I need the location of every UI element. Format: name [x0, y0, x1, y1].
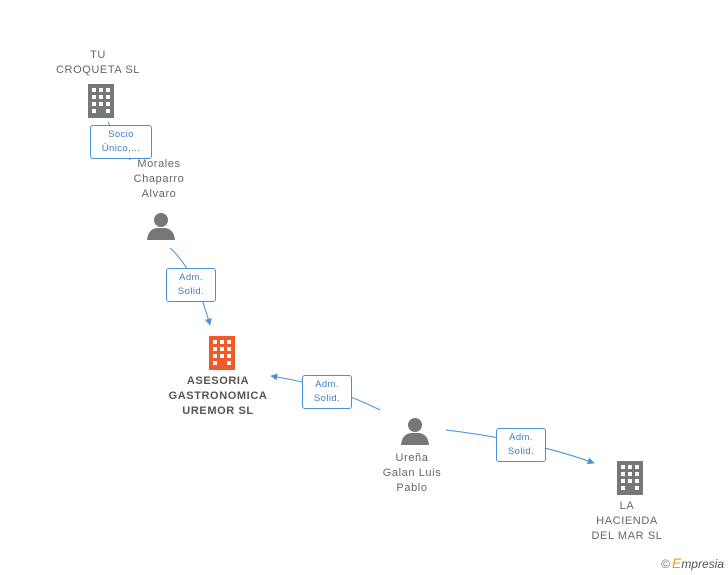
building-icon-focus[interactable] — [207, 336, 237, 370]
edge-label-line: Adm. — [179, 272, 203, 283]
edge-label-line: Adm. — [315, 379, 339, 390]
node-label-line: DEL MAR SL — [591, 530, 663, 542]
node-label-line: LA — [619, 500, 635, 512]
node-label-line: Alvaro — [141, 188, 177, 200]
edge-label-line: Socio — [108, 129, 134, 140]
node-label-line: HACIENDA — [596, 515, 658, 527]
node-urena-label[interactable]: Ureña Galan Luis Pablo — [362, 451, 462, 496]
brand-initial: E — [671, 555, 682, 571]
node-label-line: Morales — [137, 158, 181, 170]
node-label-line: Ureña — [395, 452, 429, 464]
edge-label-line: Único,... — [101, 143, 141, 154]
node-label-line: GASTRONOMICA — [168, 390, 268, 402]
node-label-line: Chaparro — [133, 173, 185, 185]
edge-label-line: Solid. — [177, 286, 205, 297]
node-label-line: ASESORIA — [186, 375, 250, 387]
edge-label-adm-2[interactable]: Adm. Solid. — [302, 375, 352, 409]
edge-label-line: Adm. — [509, 432, 533, 443]
edge-label-adm-1[interactable]: Adm. Solid. — [166, 268, 216, 302]
building-icon[interactable] — [615, 461, 645, 495]
edge-label-line: Solid. — [507, 446, 535, 457]
node-tu-croqueta-label[interactable]: TU CROQUETA SL — [48, 48, 148, 78]
node-label-line: TU — [90, 49, 106, 61]
empresia-logo: ©Empresia — [661, 555, 724, 571]
edge-label-line: Solid. — [313, 393, 341, 404]
node-label-line: CROQUETA SL — [55, 64, 141, 76]
brand-name: mpresia — [681, 557, 724, 571]
copyright-symbol: © — [661, 557, 670, 571]
node-label-line: Galan Luis — [382, 467, 442, 479]
edge-label-adm-3[interactable]: Adm. Solid. — [496, 428, 546, 462]
node-label-line: Pablo — [396, 482, 428, 494]
building-icon[interactable] — [86, 84, 116, 118]
node-asesoria-label[interactable]: ASESORIA GASTRONOMICA UREMOR SL — [158, 374, 278, 419]
edge-label-socio[interactable]: Socio Único,... — [90, 125, 152, 159]
node-label-line: UREMOR SL — [182, 405, 254, 417]
node-hacienda-label[interactable]: LA HACIENDA DEL MAR SL — [577, 499, 677, 544]
person-icon[interactable] — [147, 212, 175, 240]
node-morales-label[interactable]: Morales Chaparro Alvaro — [109, 157, 209, 202]
person-icon[interactable] — [401, 417, 429, 445]
